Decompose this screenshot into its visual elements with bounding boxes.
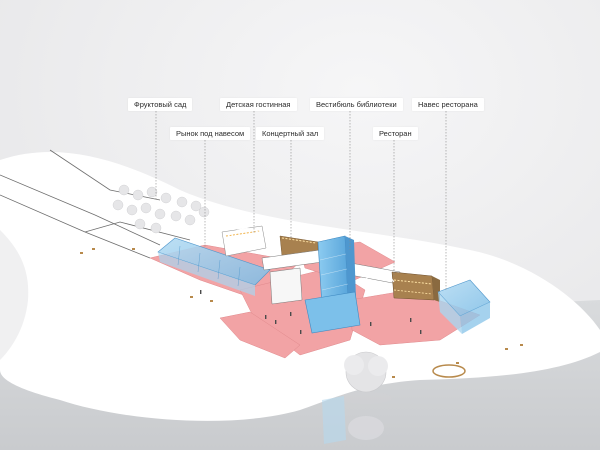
label-library-lobby: Вестибюль библиотеки <box>310 98 403 111</box>
restaurant-canopy <box>437 279 491 334</box>
tower-reflection <box>322 396 346 444</box>
glass-corridors <box>261 249 401 305</box>
tree-reflection <box>348 416 384 440</box>
library-tower <box>304 235 361 334</box>
circular-bench <box>432 364 466 378</box>
market-canopy <box>157 237 271 296</box>
orchard-trees <box>112 184 210 234</box>
label-fruit-garden: Фруктовый сад <box>128 98 193 111</box>
frame-lines <box>227 228 395 283</box>
label-kids-lounge: Детская гостинная <box>220 98 297 111</box>
label-restaurant-canopy: Навес ресторана <box>412 98 484 111</box>
large-tree <box>340 351 392 404</box>
label-restaurant: Ресторан <box>373 127 418 140</box>
leader-lines <box>155 111 447 290</box>
people-figures <box>200 290 422 334</box>
ground-shadow <box>0 230 29 360</box>
label-concert-hall: Концертный зал <box>256 127 325 140</box>
road-lines <box>0 149 191 259</box>
label-covered-market: Рынок под навесом <box>170 127 251 140</box>
restaurant-block <box>391 271 440 302</box>
